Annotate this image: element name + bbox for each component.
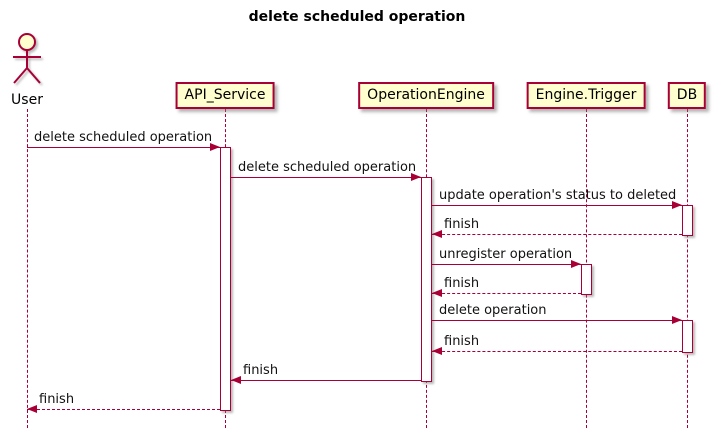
message-line xyxy=(432,264,581,265)
arrowhead-icon xyxy=(432,289,442,297)
arrowhead-icon xyxy=(672,201,682,209)
actor-user-label: User xyxy=(11,92,43,108)
lifeline-DB xyxy=(687,109,688,428)
message-label: finish xyxy=(444,217,480,232)
arrowhead-icon xyxy=(432,230,442,238)
message-label: finish xyxy=(444,276,480,291)
participant-Engine.Trigger: Engine.Trigger xyxy=(526,82,646,109)
message-label: finish xyxy=(444,334,480,349)
message-label: update operation's status to deleted xyxy=(439,188,677,203)
actor-user-icon xyxy=(13,33,41,84)
message-label: delete operation xyxy=(439,303,547,318)
diagram-title: delete scheduled operation xyxy=(248,9,466,25)
participant-API_Service: API_Service xyxy=(175,82,275,109)
message-line xyxy=(432,234,682,235)
activation-API_Service xyxy=(220,147,231,411)
message-line xyxy=(432,293,581,294)
lifeline-User xyxy=(27,109,28,428)
arrowhead-icon xyxy=(231,376,241,384)
activation-DB xyxy=(682,320,693,353)
participant-DB: DB xyxy=(667,82,707,109)
participant-OperationEngine: OperationEngine xyxy=(358,82,494,109)
message-line xyxy=(432,205,682,206)
activation-Engine.Trigger xyxy=(581,264,592,295)
message-label: unregister operation xyxy=(439,247,573,262)
arrowhead-icon xyxy=(672,316,682,324)
message-label: finish xyxy=(39,392,75,407)
message-line xyxy=(432,351,682,352)
arrowhead-icon xyxy=(571,260,581,268)
message-label: finish xyxy=(243,363,279,378)
arrowhead-icon xyxy=(411,173,421,181)
message-label: delete scheduled operation xyxy=(34,130,213,145)
message-line xyxy=(432,320,682,321)
message-label: delete scheduled operation xyxy=(238,160,417,175)
activation-OperationEngine xyxy=(421,177,432,382)
message-line xyxy=(27,147,220,148)
message-line xyxy=(27,409,220,410)
arrowhead-icon xyxy=(432,347,442,355)
message-line xyxy=(231,177,421,178)
activation-DB xyxy=(682,205,693,236)
message-line xyxy=(231,380,421,381)
arrowhead-icon xyxy=(27,405,37,413)
arrowhead-icon xyxy=(210,143,220,151)
